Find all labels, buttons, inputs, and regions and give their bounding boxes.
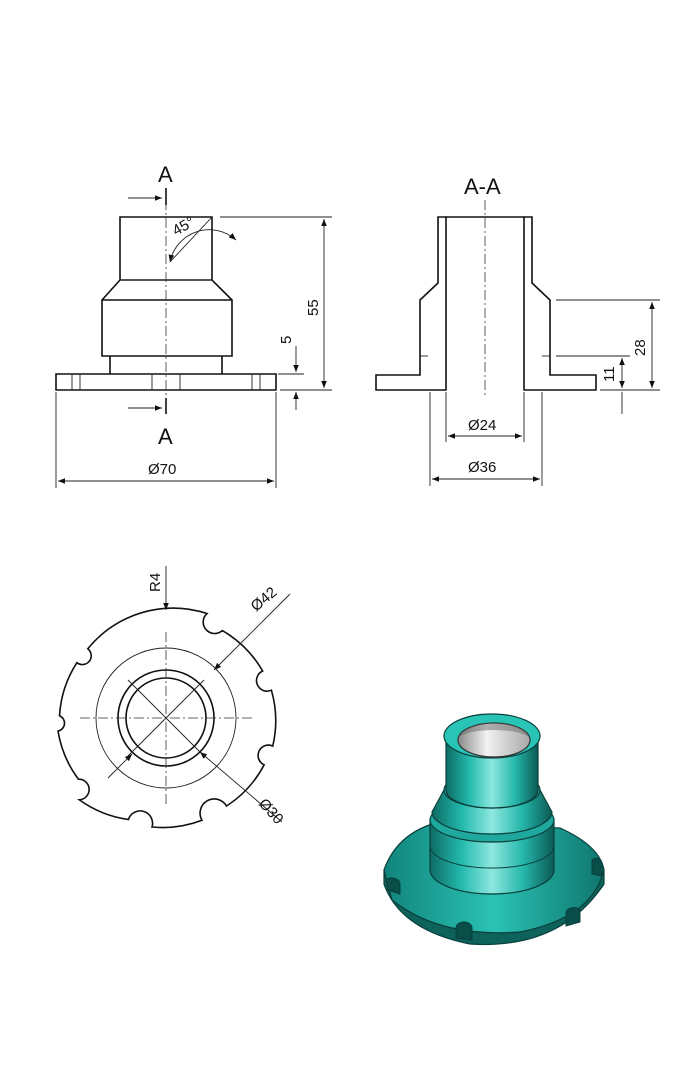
section-hatch-right bbox=[523, 216, 597, 391]
front-lower-cylinder bbox=[101, 299, 233, 357]
section-title: A-A bbox=[464, 174, 501, 199]
front-view: 45° A A 55 5 Ø70 bbox=[55, 162, 332, 488]
top-view-pitch-circle bbox=[95, 647, 237, 789]
section-hatch-left bbox=[375, 216, 447, 391]
section-label-top: A bbox=[158, 162, 173, 187]
section-view: A-A 28 11 Ø24 Ø36 bbox=[375, 174, 660, 486]
flange-step-dimension: 11 bbox=[601, 366, 618, 382]
notch-radius-dimension: R4 bbox=[147, 573, 164, 592]
inner-diameter-dimension: Ø30 bbox=[255, 795, 287, 827]
top-view-notched-outline bbox=[57, 607, 277, 829]
section-label-bottom: A bbox=[158, 424, 173, 449]
isometric-part bbox=[383, 713, 605, 946]
hub-diameter-dimension: Ø36 bbox=[468, 459, 496, 476]
lower-height-dimension: 28 bbox=[632, 339, 649, 356]
front-flange-outline bbox=[55, 373, 277, 391]
top-view: R4 Ø42 Ø30 bbox=[57, 566, 291, 829]
circle-diameter-dimension: Ø42 bbox=[248, 584, 281, 615]
iso-bore bbox=[457, 722, 531, 758]
total-height-dimension: 55 bbox=[305, 299, 322, 316]
bore-diameter-dimension: Ø24 bbox=[468, 417, 496, 434]
flange-diameter-dimension: Ø70 bbox=[148, 461, 176, 478]
flange-thickness-dimension: 5 bbox=[278, 336, 295, 344]
